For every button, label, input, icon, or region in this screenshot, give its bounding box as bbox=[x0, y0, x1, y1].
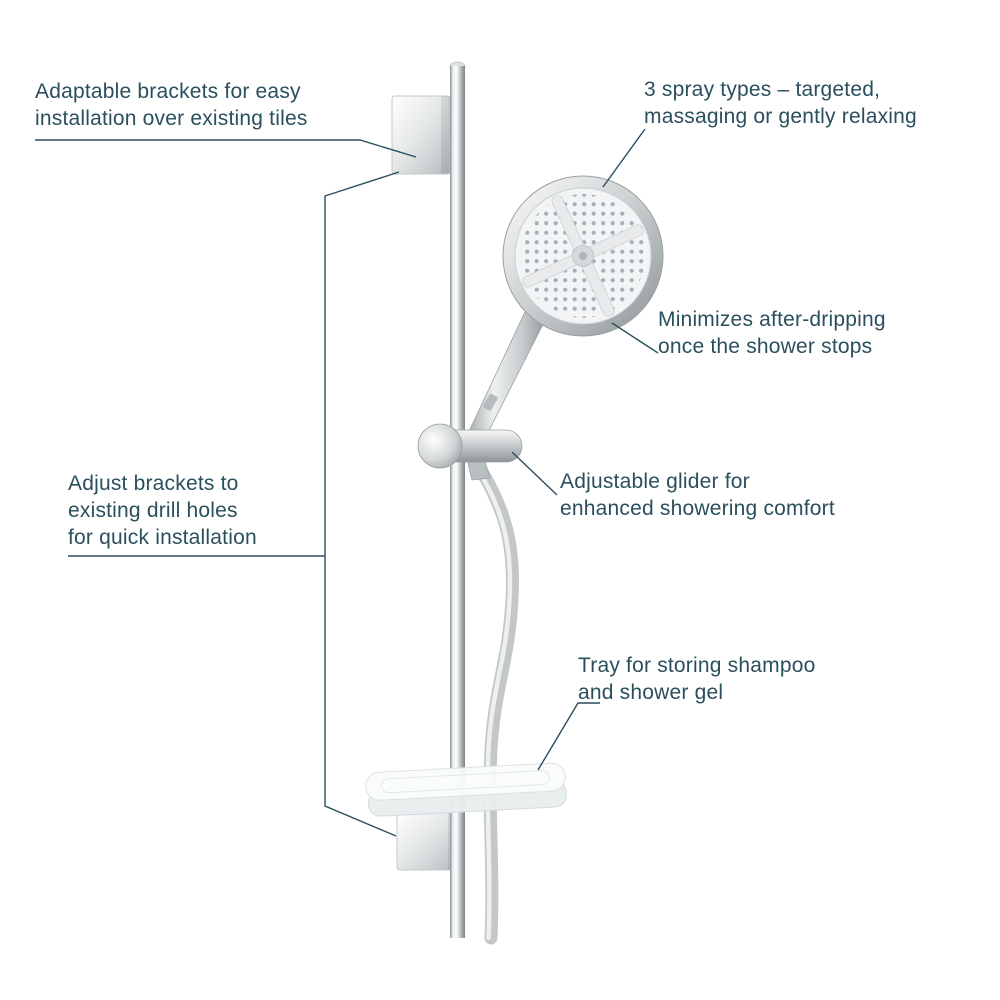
handle-logo bbox=[483, 393, 498, 411]
callout-line: 3 spray types – targeted, bbox=[644, 78, 881, 101]
callout-line: existing drill holes bbox=[68, 499, 238, 522]
wall-bracket-top bbox=[391, 95, 451, 175]
callout-line: Adjust brackets to bbox=[68, 472, 239, 495]
shower-rail bbox=[449, 61, 466, 938]
callout-line: Tray for storing shampoo bbox=[578, 654, 816, 677]
callout-line: for quick installation bbox=[68, 526, 257, 549]
callout-line: enhanced showering comfort bbox=[560, 497, 835, 520]
leader-line-adjust-brackets-vertical bbox=[324, 171, 400, 837]
callout-adaptable-brackets: Adaptable brackets for easy installation… bbox=[35, 78, 308, 132]
callout-glider: Adjustable glider for enhanced showering… bbox=[560, 468, 835, 522]
callout-line: Minimizes after-dripping bbox=[658, 308, 886, 331]
callout-line: Adjustable glider for bbox=[560, 470, 750, 493]
callout-line: once the shower stops bbox=[658, 335, 873, 358]
leader-line-tray bbox=[537, 702, 600, 771]
glider bbox=[417, 423, 523, 469]
shower-hose bbox=[463, 445, 519, 945]
leader-line-glider bbox=[511, 451, 558, 496]
callout-spray-types: 3 spray types – targeted, massaging or g… bbox=[644, 76, 917, 130]
leader-line-spray-types bbox=[602, 128, 646, 188]
callout-after-dripping: Minimizes after-dripping once the shower… bbox=[658, 306, 886, 360]
callout-line: installation over existing tiles bbox=[35, 107, 308, 130]
callout-adjust-brackets: Adjust brackets to existing drill holes … bbox=[68, 470, 257, 551]
callout-line: massaging or gently relaxing bbox=[644, 105, 917, 128]
shower-handle bbox=[464, 304, 548, 450]
leader-line-after-dripping bbox=[611, 322, 659, 354]
callout-tray: Tray for storing shampoo and shower gel bbox=[578, 652, 815, 706]
leader-line-brackets-top bbox=[35, 139, 417, 158]
leader-lines bbox=[35, 128, 659, 837]
glider-knob bbox=[417, 423, 463, 469]
callout-line: and shower gel bbox=[578, 681, 724, 704]
wall-bracket-bottom bbox=[396, 811, 458, 871]
callout-line: Adaptable brackets for easy bbox=[35, 80, 301, 103]
hand-shower-head bbox=[502, 175, 664, 337]
storage-tray bbox=[365, 762, 567, 817]
